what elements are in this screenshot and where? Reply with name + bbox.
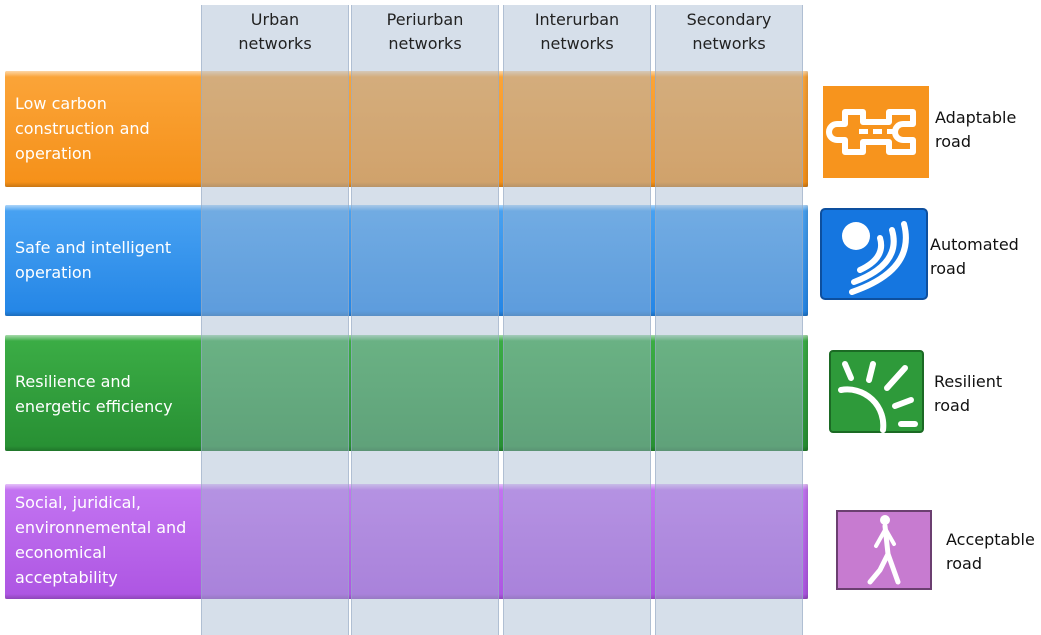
row-band-safe-intelligent: Safe and intelligent operation (5, 205, 808, 316)
road-label-acceptable: Acceptable road (946, 530, 1035, 573)
column-interurban (503, 5, 651, 635)
column-header-urban: Urban networks (238, 10, 312, 53)
road-label-adaptable: Adaptable road (935, 108, 1017, 151)
row-label-low-carbon: Low carbon construction and operation (15, 94, 150, 163)
row-band-acceptability: Social, juridical, environnemental and e… (5, 484, 808, 599)
sun-rays-icon (829, 350, 924, 433)
column-secondary (655, 5, 803, 635)
road-label-automated: Automated road (930, 235, 1019, 278)
row-label-safe-intelligent: Safe and intelligent operation (15, 238, 172, 282)
row-label-resilience: Resilience and energetic efficiency (15, 372, 173, 416)
column-header-interurban: Interurban networks (534, 10, 620, 53)
column-urban (201, 5, 349, 635)
column-header-periurban: Periurban networks (386, 10, 464, 53)
column-header-secondary: Secondary networks (686, 10, 772, 53)
signal-waves-icon (820, 208, 928, 300)
row-label-acceptability: Social, juridical, environnemental and e… (15, 493, 187, 587)
row-band-low-carbon: Low carbon construction and operation (5, 71, 808, 187)
road-connector-icon (823, 86, 929, 178)
road-label-resilient: Resilient road (934, 372, 1003, 415)
row-band-resilience: Resilience and energetic efficiency (5, 335, 808, 451)
pedestrian-icon (836, 510, 932, 590)
column-periurban (351, 5, 499, 635)
